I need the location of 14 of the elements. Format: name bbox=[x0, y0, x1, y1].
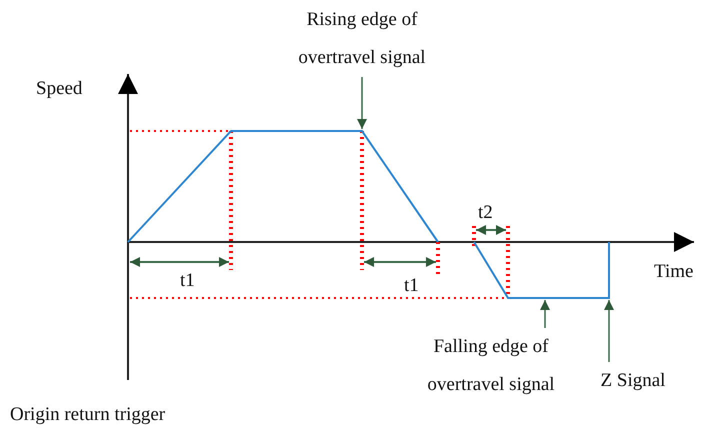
caption-text: Origin return trigger bbox=[10, 403, 166, 427]
dimension-label: t1 bbox=[404, 274, 419, 298]
annotation-text: Falling edge of overtravel signal bbox=[396, 328, 586, 404]
dimension-label: t1 bbox=[180, 269, 195, 293]
leader-arrow bbox=[357, 77, 367, 129]
annotation-text: Z Signal bbox=[588, 362, 678, 400]
dimension-label: t2 bbox=[478, 201, 493, 225]
speed-curve bbox=[127, 130, 439, 243]
speed-curve bbox=[473, 241, 610, 299]
leader-arrow bbox=[604, 300, 614, 362]
leader-arrow bbox=[540, 300, 550, 328]
annotation-text: Rising edge of overtravel signal bbox=[272, 1, 452, 77]
axis-label: Time bbox=[654, 260, 694, 284]
axis-label: Speed bbox=[36, 77, 82, 101]
